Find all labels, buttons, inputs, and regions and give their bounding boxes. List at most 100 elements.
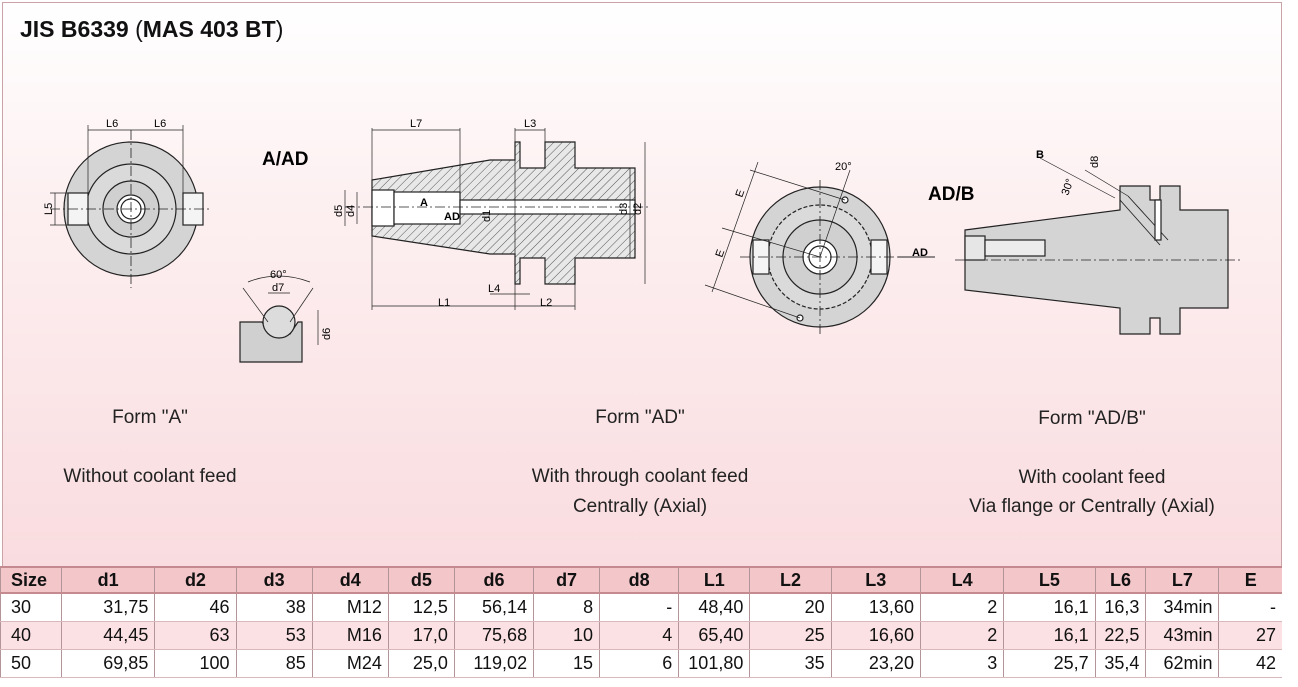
col-header: L3 xyxy=(830,566,921,594)
table-cell: 15 xyxy=(533,649,600,678)
table-cell: 43min xyxy=(1145,621,1219,650)
table-cell: 56,14 xyxy=(453,593,534,622)
technical-drawing: L6 L6 L5 60° d7 d6 A/AD L7 L3 L1 xyxy=(43,118,1240,363)
table-cell: 6 xyxy=(599,649,679,678)
table-header-row: Size d1 d2 d3 d4 d5 d6 d7 d8 L1 L2 L3 L4… xyxy=(0,566,1282,594)
table-cell: 16,1 xyxy=(1003,593,1096,622)
l3-label: L3 xyxy=(524,118,536,130)
table-cell: 31,75 xyxy=(60,593,155,622)
table-row: 30 31,75 46 38 M12 12,5 56,14 8 - 48,40 … xyxy=(0,593,1282,622)
table-cell: M12 xyxy=(311,593,389,622)
table-cell: 25 xyxy=(749,621,832,650)
table-cell: 101,80 xyxy=(678,649,750,678)
ad-arrow-label: AD xyxy=(912,247,928,259)
table-cell: 40 xyxy=(0,621,62,650)
form-ad-b-desc1: With coolant feed xyxy=(1018,467,1166,488)
page-title: JIS B6339 (MAS 403 BT) xyxy=(20,16,283,43)
table-cell: 16,60 xyxy=(830,621,921,650)
table-cell: 34min xyxy=(1145,593,1219,622)
table-cell: 35 xyxy=(749,649,832,678)
title-main: JIS B6339 xyxy=(20,16,129,42)
table-cell: 16,3 xyxy=(1094,593,1146,622)
table-cell: 53 xyxy=(235,621,313,650)
d3-label: d3 xyxy=(618,203,630,215)
table-cell: 20 xyxy=(749,593,832,622)
table-cell: - xyxy=(1218,593,1282,622)
e2-label: E xyxy=(714,248,728,259)
table-cell: 65,40 xyxy=(678,621,750,650)
d5-label: d5 xyxy=(333,205,345,217)
col-header: L6 xyxy=(1094,566,1146,594)
form-a-desc: Without coolant feed xyxy=(63,466,237,487)
table-cell: 17,0 xyxy=(387,621,455,650)
table-cell: 42 xyxy=(1218,649,1282,678)
l6-right-label: L6 xyxy=(154,118,166,130)
d4-label: d4 xyxy=(345,205,357,217)
l4-label: L4 xyxy=(488,283,500,295)
form-ad-b-tag: AD/B xyxy=(928,184,974,205)
form-ad-front-view xyxy=(704,161,935,335)
table-cell: 10 xyxy=(533,621,600,650)
table-cell: 12,5 xyxy=(387,593,455,622)
form-a-name: Form "A" xyxy=(112,407,188,428)
d7-label: d7 xyxy=(272,282,284,294)
form-ad-section xyxy=(344,128,650,310)
table-cell: 48,40 xyxy=(678,593,750,622)
table-cell: 13,60 xyxy=(830,593,921,622)
col-header: E xyxy=(1218,566,1282,594)
l2-label: L2 xyxy=(540,297,552,309)
col-header: L2 xyxy=(749,566,832,594)
table-cell: 4 xyxy=(599,621,679,650)
col-header: Size xyxy=(0,566,62,594)
table-cell: 62min xyxy=(1145,649,1219,678)
col-header: d1 xyxy=(60,566,155,594)
d2-label: d2 xyxy=(632,203,644,215)
table-cell: M24 xyxy=(311,649,389,678)
l5-label: L5 xyxy=(43,203,55,215)
form-a-ad-tag: A/AD xyxy=(262,149,308,170)
title-standard: MAS 403 BT xyxy=(142,16,276,42)
d1-label: d1 xyxy=(481,210,493,222)
l1-label: L1 xyxy=(438,297,450,309)
form-ad-name: Form "AD" xyxy=(595,407,685,428)
table-cell: 16,1 xyxy=(1003,621,1096,650)
e1-label: E xyxy=(734,188,748,199)
table-cell: 25,7 xyxy=(1003,649,1096,678)
key-detail xyxy=(239,275,319,363)
col-header: d4 xyxy=(311,566,389,594)
table-cell: 3 xyxy=(919,649,1004,678)
col-header: d7 xyxy=(533,566,600,594)
col-header: L7 xyxy=(1145,566,1219,594)
table-cell: 44,45 xyxy=(60,621,155,650)
form-ad-desc1: With through coolant feed xyxy=(531,466,749,487)
title-close: ) xyxy=(275,16,284,42)
angle-60-label: 60° xyxy=(270,269,287,281)
table-cell: 22,5 xyxy=(1094,621,1146,650)
col-header: L1 xyxy=(678,566,750,594)
table-cell: 119,02 xyxy=(453,649,534,678)
table-cell: 2 xyxy=(919,593,1004,622)
col-header: d5 xyxy=(387,566,455,594)
table-cell: 63 xyxy=(154,621,237,650)
col-header: d6 xyxy=(453,566,534,594)
d8-label: d8 xyxy=(1089,156,1101,168)
table-row: 50 69,85 100 85 M24 25,0 119,02 15 6 101… xyxy=(0,649,1282,678)
title-open: ( xyxy=(128,16,143,42)
l7-label: L7 xyxy=(410,118,422,130)
ad-inner-label: AD xyxy=(444,211,460,223)
col-header: d3 xyxy=(235,566,313,594)
table-cell: 25,0 xyxy=(387,649,455,678)
table-cell: M16 xyxy=(311,621,389,650)
table-cell: 75,68 xyxy=(453,621,534,650)
angle-30-label: 30° xyxy=(1060,177,1077,197)
col-header: d8 xyxy=(599,566,679,594)
table-cell: 69,85 xyxy=(60,649,155,678)
table-cell: 85 xyxy=(235,649,313,678)
form-ad-b-desc2: Via flange or Centrally (Axial) xyxy=(969,496,1215,517)
d6-label: d6 xyxy=(321,328,333,340)
b-label: B xyxy=(1036,149,1044,161)
table-cell: 23,20 xyxy=(830,649,921,678)
table-cell: 38 xyxy=(235,593,313,622)
table-row: 40 44,45 63 53 M16 17,0 75,68 10 4 65,40… xyxy=(0,621,1282,650)
table-cell: 35,4 xyxy=(1094,649,1146,678)
